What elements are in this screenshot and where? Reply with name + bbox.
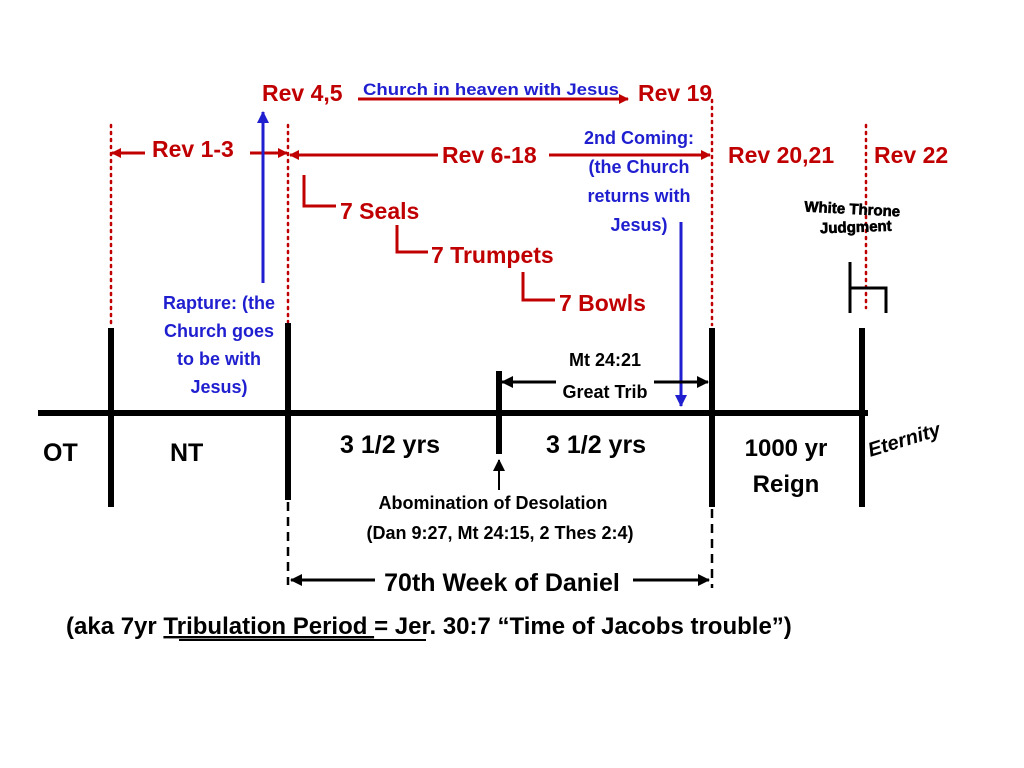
label-eternity: Eternity [865, 419, 943, 462]
rapture-line-2: Church goes [164, 321, 274, 341]
dotted-guides [109, 98, 868, 327]
judgment-staircase [302, 175, 555, 302]
footer-suffix: = Jer. 30:7 “Time of Jacobs trouble”) [374, 613, 792, 640]
great-trib-line-1: Mt 24:21 [569, 350, 641, 370]
bracket-bowls [521, 272, 555, 302]
label-rev-1-3: Rev 1-3 [152, 136, 234, 162]
label-rev-22: Rev 22 [874, 142, 948, 168]
label-70th-week: 70th Week of Daniel [384, 569, 620, 597]
abomination-line-1: Abomination of Desolation [379, 493, 608, 513]
second-coming-line-1: 2nd Coming: [584, 128, 694, 148]
label-rev-19: Rev 19 [638, 80, 712, 106]
second-coming-line-2: (the Church [589, 157, 690, 177]
great-trib-note: Mt 24:21 Great Trib [562, 350, 647, 402]
abomination-line-2: (Dan 9:27, Mt 24:15, 2 Thes 2:4) [366, 523, 633, 543]
rapture-line-1: Rapture: (the [163, 293, 275, 313]
seventieth-week-guides [286, 502, 714, 588]
footer-underlined: Tribulation Period [163, 613, 374, 640]
bracket-trumpets [395, 225, 428, 254]
label-7-seals: 7 Seals [340, 198, 419, 224]
label-rev-6-18: Rev 6-18 [442, 142, 537, 168]
label-second-half: 3 1/2 yrs [546, 431, 646, 459]
white-throne-line-1: White Throne [804, 199, 901, 221]
white-throne-label: White Throne Judgment [804, 198, 901, 237]
bracket-seals [302, 175, 336, 208]
label-rev-20-21: Rev 20,21 [728, 142, 834, 168]
label-church-in-heaven: Church in heaven with Jesus [363, 80, 619, 99]
rapture-line-4: Jesus) [190, 377, 247, 397]
millennium-line-1: 1000 yr [745, 435, 828, 462]
footer-prefix: (aka 7yr [66, 613, 163, 640]
label-nt: NT [170, 439, 203, 467]
throne-icon [848, 262, 888, 313]
great-trib-line-2: Great Trib [562, 382, 647, 402]
second-coming-note: 2nd Coming: (the Church returns with Jes… [584, 128, 694, 235]
millennium-line-2: Reign [753, 471, 820, 498]
millennium-label: 1000 yr Reign [745, 435, 828, 498]
footer-note: (aka 7yr Tribulation Period = Jer. 30:7 … [66, 613, 792, 640]
second-coming-line-4: Jesus) [610, 215, 667, 235]
label-rev-4-5: Rev 4,5 [262, 80, 343, 106]
rapture-note: Rapture: (the Church goes to be with Jes… [163, 293, 275, 397]
white-throne-line-2: Judgment [820, 218, 892, 237]
label-ot: OT [43, 439, 78, 467]
label-7-bowls: 7 Bowls [559, 290, 646, 316]
label-7-trumpets: 7 Trumpets [431, 242, 554, 268]
label-first-half: 3 1/2 yrs [340, 431, 440, 459]
second-coming-line-3: returns with [587, 186, 690, 206]
rapture-line-3: to be with [177, 349, 261, 369]
timeline-ticks [108, 323, 865, 507]
